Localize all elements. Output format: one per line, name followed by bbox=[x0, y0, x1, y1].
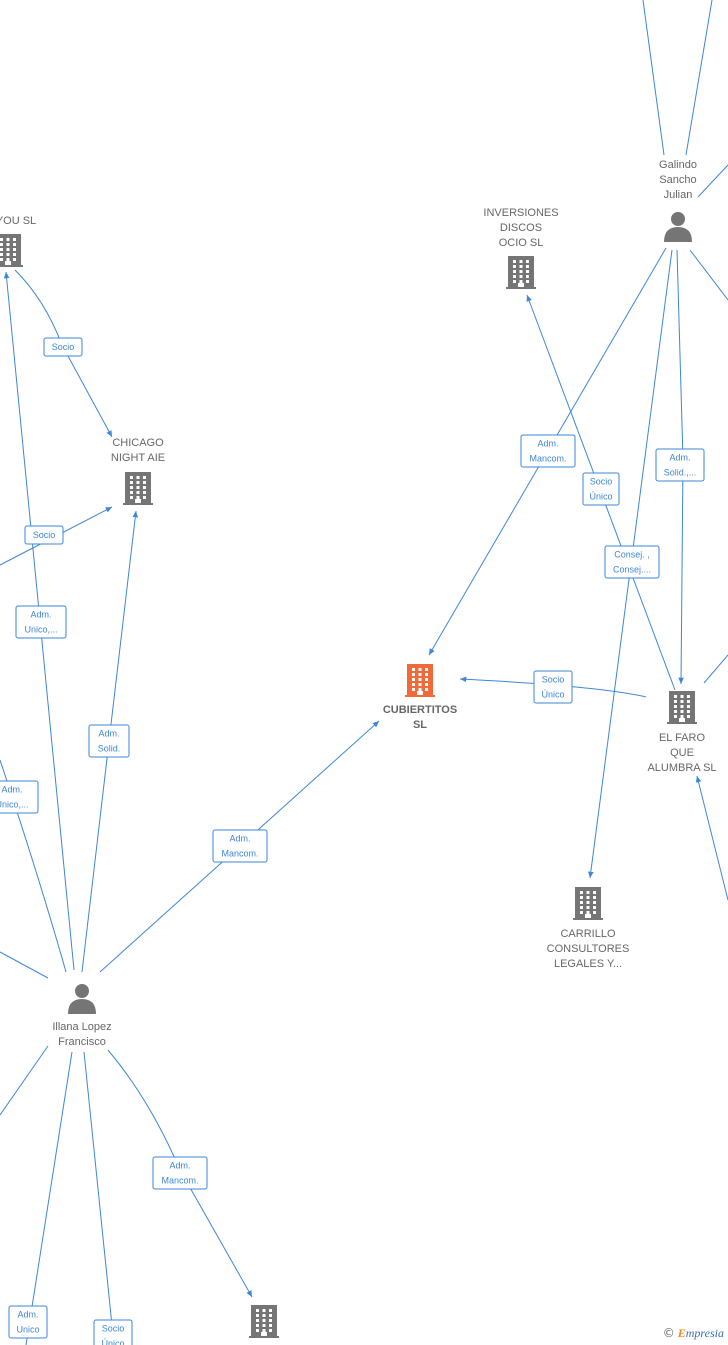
edge-label-text: Adm. bbox=[17, 1310, 38, 1320]
brand-name: mpresia bbox=[685, 1326, 724, 1340]
node-inversiones[interactable]: INVERSIONES DISCOS OCIO SL bbox=[483, 207, 559, 289]
node-label: Galindo bbox=[659, 159, 697, 171]
node-you[interactable]: YOU SL bbox=[0, 215, 36, 267]
edge-label-text: Mancom. bbox=[161, 1176, 198, 1186]
edge-label-text: Socio bbox=[542, 675, 565, 685]
building-icon bbox=[667, 691, 697, 724]
edge-labels: SocioSocioAdm.Unico,...Adm.Solid.Adm.Uni… bbox=[0, 337, 705, 1345]
edge-label-text: Consej.... bbox=[613, 565, 651, 575]
edge-label-e6[interactable]: Adm. Mancom. bbox=[212, 829, 268, 863]
edge-label-text: Unico bbox=[16, 1325, 39, 1335]
node-cubiertitos[interactable]: CUBIERTITOS SL bbox=[383, 664, 457, 731]
edge-label-text: Adm. bbox=[537, 439, 558, 449]
edge-label-e5[interactable]: Adm. Unico,... bbox=[0, 780, 39, 814]
node-label: LEGALES Y... bbox=[554, 958, 622, 970]
edge-label-text: Unico,... bbox=[24, 625, 57, 635]
edge-label-text: Socio bbox=[52, 342, 75, 352]
edge-label-text: Socio bbox=[33, 530, 56, 540]
edge bbox=[703, 654, 728, 684]
edge-label-text: Adm. bbox=[30, 610, 51, 620]
edge-label-e10[interactable]: Consej. , Consej.... bbox=[604, 545, 660, 579]
node-carrillo[interactable]: CARRILLO CONSULTORES LEGALES Y... bbox=[547, 887, 630, 970]
node-label: SL bbox=[413, 719, 427, 731]
brand-initial: E bbox=[677, 1326, 686, 1340]
edge-label-text: Adm. bbox=[229, 834, 250, 844]
edge bbox=[0, 951, 49, 979]
edge-label-text: Socio bbox=[102, 1324, 125, 1334]
edge-label-e3[interactable]: Adm. Unico,... bbox=[15, 605, 67, 639]
edge-label-e13[interactable]: Adm. Unico bbox=[8, 1305, 48, 1339]
edge-label-e4[interactable]: Adm. Solid. bbox=[88, 724, 130, 758]
edge bbox=[459, 676, 647, 698]
node-label: DISCOS bbox=[500, 222, 542, 234]
building-icon bbox=[506, 256, 536, 289]
edge-label-text: Mancom. bbox=[529, 454, 566, 464]
building-icon bbox=[0, 234, 23, 267]
edge-label-text: Adm. bbox=[1, 785, 22, 795]
building-icon bbox=[405, 664, 435, 697]
edge-label-e2[interactable]: Socio bbox=[24, 525, 64, 545]
node-label: EL FARO bbox=[659, 732, 705, 744]
edge-label-text: Único bbox=[589, 492, 612, 502]
edge bbox=[25, 1051, 73, 1345]
edge-label-e1[interactable]: Socio bbox=[43, 337, 83, 357]
building-icon bbox=[573, 887, 603, 920]
node-label: Francisco bbox=[58, 1036, 106, 1048]
building-icon bbox=[123, 472, 153, 505]
building-icon bbox=[249, 1305, 279, 1338]
edge-label-e12[interactable]: Adm. Mancom. bbox=[152, 1156, 208, 1190]
node-label: Illana Lopez bbox=[52, 1021, 111, 1033]
node-label: CHICAGO bbox=[112, 437, 164, 449]
edge-label-text: Adm. bbox=[98, 729, 119, 739]
edge bbox=[689, 249, 728, 301]
edge bbox=[0, 1045, 49, 1116]
edge-label-text: Solid.,... bbox=[664, 468, 697, 478]
edge-label-text: Único bbox=[101, 1339, 124, 1345]
node-label: CUBIERTITOS bbox=[383, 704, 457, 716]
edge-label-text: Consej. , bbox=[614, 550, 650, 560]
edge-label-text: Adm. bbox=[669, 453, 690, 463]
node-label: NIGHT AIE bbox=[111, 452, 165, 464]
node-label: QUE bbox=[670, 747, 694, 759]
person-icon bbox=[664, 212, 692, 242]
edge-label-e9[interactable]: Adm. Solid.,... bbox=[655, 448, 705, 482]
edge-label-text: Mancom. bbox=[221, 849, 258, 859]
edge bbox=[685, 0, 713, 156]
footer: © Empresia bbox=[663, 1326, 724, 1341]
node-label: ALUMBRA SL bbox=[647, 762, 716, 774]
edge-label-e7[interactable]: Adm. Mancom. bbox=[520, 434, 576, 468]
node-label: CARRILLO bbox=[560, 928, 615, 940]
edge bbox=[83, 1051, 115, 1345]
edge-label-text: Unico,... bbox=[0, 800, 29, 810]
edge-label-text: Solid. bbox=[98, 744, 121, 754]
copyright-icon: © bbox=[662, 1326, 675, 1340]
node-chicago[interactable]: CHICAGO NIGHT AIE bbox=[111, 437, 165, 505]
node-label: Julian bbox=[664, 189, 693, 201]
person-icon bbox=[68, 984, 96, 1014]
edge-label-text: Único bbox=[541, 690, 564, 700]
node-bottom[interactable] bbox=[249, 1305, 279, 1338]
node-label: Sancho bbox=[659, 174, 696, 186]
nodes: CUBIERTITOS SL GalindoSanchoJulianINVERSIO… bbox=[0, 159, 717, 1338]
node-elfaro[interactable]: EL FARO QUE ALUMBRA SL bbox=[647, 691, 717, 774]
node-label: OCIO SL bbox=[499, 237, 544, 249]
node-label: CONSULTORES bbox=[547, 943, 630, 955]
edge-label-text: Adm. bbox=[169, 1161, 190, 1171]
node-label: INVERSIONES bbox=[483, 207, 558, 219]
node-label: YOU SL bbox=[0, 215, 36, 227]
edge bbox=[695, 775, 728, 901]
edge bbox=[697, 164, 728, 198]
edge bbox=[642, 0, 665, 156]
edge-label-text: Socio bbox=[590, 477, 613, 487]
